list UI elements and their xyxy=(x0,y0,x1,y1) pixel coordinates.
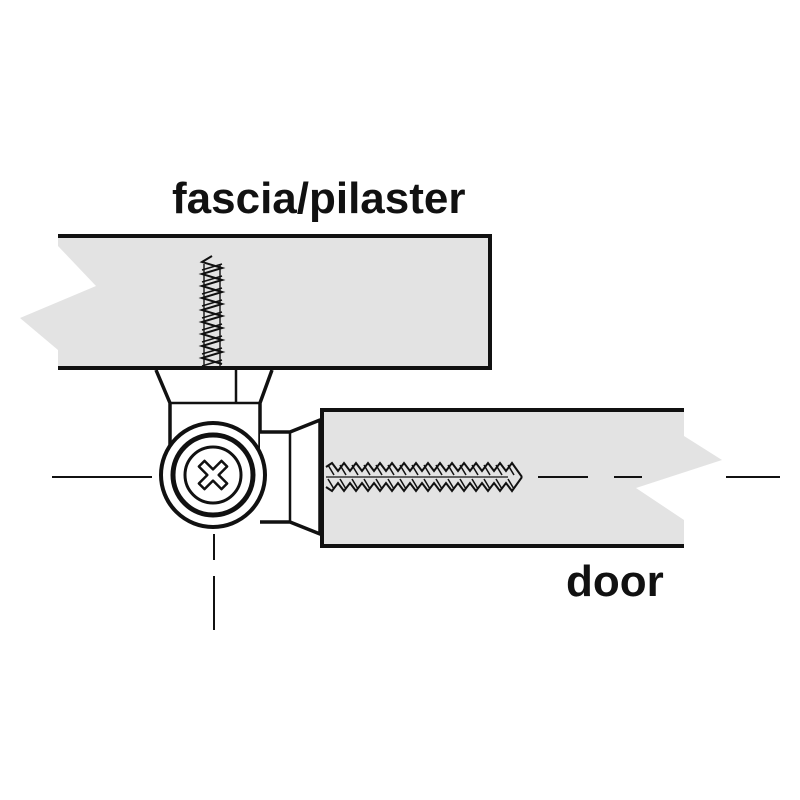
fascia-label: fascia/pilaster xyxy=(172,174,466,223)
door-screw-icon xyxy=(325,461,523,493)
fascia-screw-icon xyxy=(198,255,226,367)
hinge-door-leaf xyxy=(260,418,322,536)
cross-recess-icon xyxy=(197,459,229,491)
fascia-board xyxy=(20,234,492,370)
axis-lines xyxy=(52,476,780,630)
hinge-knuckle-icon xyxy=(159,421,267,529)
door-label: door xyxy=(566,557,664,606)
hinge-fascia-leaf xyxy=(154,369,274,450)
